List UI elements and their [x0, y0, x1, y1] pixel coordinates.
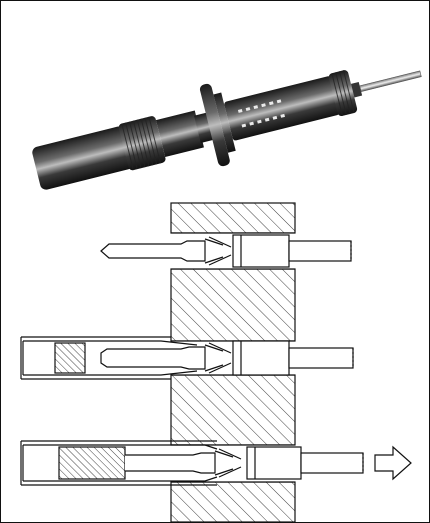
tool-rear-body: [32, 126, 133, 190]
removal-tool-photo: [32, 70, 422, 190]
pull-direction-arrow-icon: [374, 445, 412, 481]
tool-flange: [199, 83, 230, 167]
tool-front-knurl: [328, 70, 358, 117]
housing-block: [170, 481, 296, 522]
step-3-extraction: [20, 440, 412, 486]
removal-sequence-diagram: [20, 202, 412, 522]
housing-block: [170, 202, 296, 234]
tool-pin: [359, 70, 422, 93]
housing-block: [170, 374, 296, 446]
step-1-contact: [100, 232, 352, 270]
tool-front-body: [224, 76, 340, 141]
housing-block: [170, 268, 296, 342]
tool-shaft: [155, 110, 204, 158]
tool-slots: [237, 99, 285, 128]
step-2-tool-insert: [20, 336, 354, 380]
